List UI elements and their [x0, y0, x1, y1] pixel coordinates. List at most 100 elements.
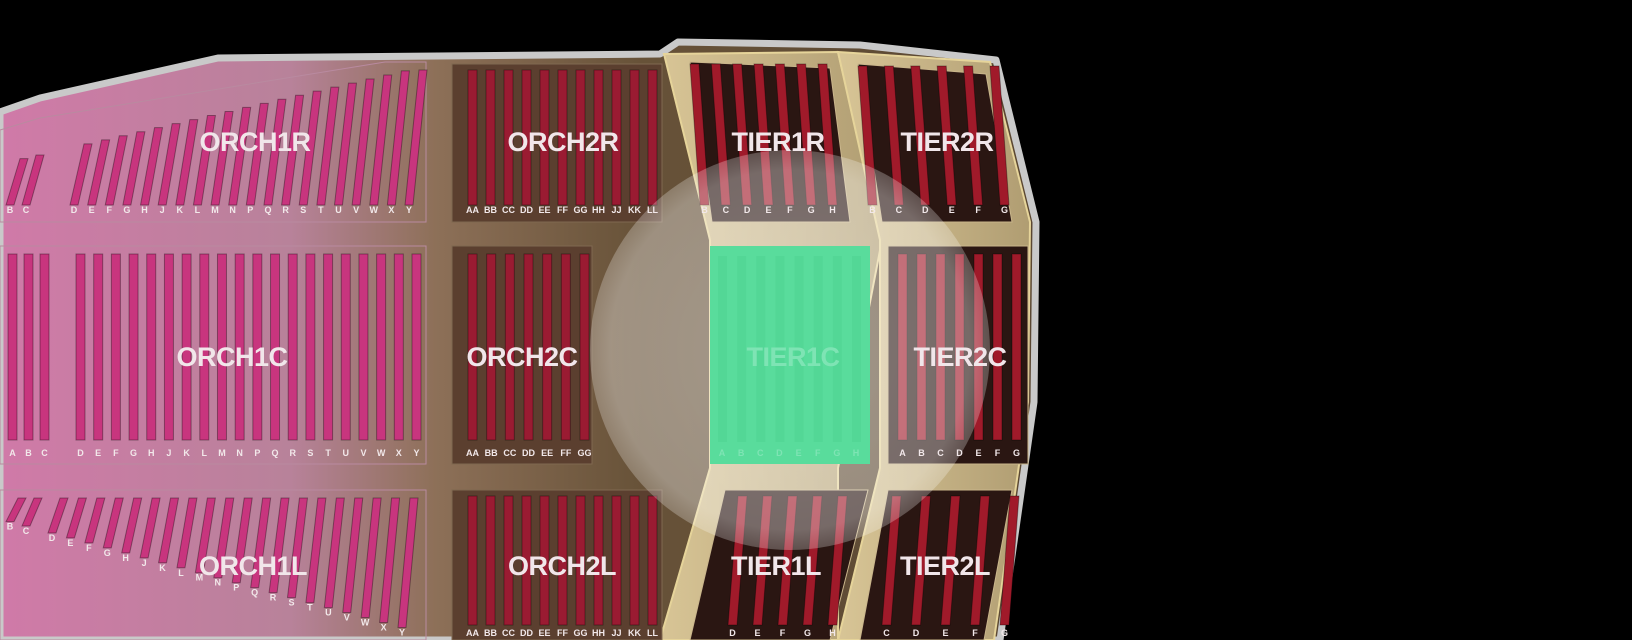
label-orch1l[interactable]: ORCH1L — [199, 551, 308, 581]
label-tier1l[interactable]: TIER1L — [731, 551, 822, 581]
label-orch2c[interactable]: ORCH2C — [466, 342, 578, 372]
orch2r-row-CC — [503, 69, 514, 206]
tier2c-row-label-D: D — [956, 448, 963, 458]
orch1c-row-label-W: W — [377, 448, 386, 458]
orch1l-row-T — [305, 497, 327, 604]
tier1c-row-H — [852, 256, 861, 442]
orch1r-row-label-X: X — [388, 205, 394, 215]
orch1r-row-label-M: M — [211, 205, 219, 215]
orch1r-row-Y — [404, 69, 428, 206]
label-tier1c[interactable]: TIER1C — [746, 342, 840, 372]
orch2c-row-DD — [523, 253, 534, 441]
orch1c-row-T — [323, 253, 334, 441]
orch1c-row-A — [7, 253, 18, 441]
orch2l-row-EE — [539, 495, 550, 626]
tier2r-row-label-B: B — [869, 205, 876, 215]
label-orch2r[interactable]: ORCH2R — [507, 127, 619, 157]
orch1l-row-label-F: F — [86, 543, 92, 553]
tier2l-row-F — [969, 495, 991, 626]
label-tier2c[interactable]: TIER2C — [913, 342, 1007, 372]
tier1c-row-E — [794, 256, 804, 442]
orch1l-row-label-W: W — [361, 618, 370, 628]
orch2l-row-label-CC: CC — [502, 628, 515, 638]
orch2r-row-label-GG: GG — [573, 205, 587, 215]
tier1c-selected-block[interactable] — [710, 246, 870, 464]
label-orch1c[interactable]: ORCH1C — [176, 342, 288, 372]
tier2c-row-F — [992, 253, 1003, 441]
orch1l-row-label-N: N — [215, 578, 222, 588]
orch2l-row-label-DD: DD — [520, 628, 533, 638]
orch2l-row-label-JJ: JJ — [611, 628, 621, 638]
tier1c-row-label-B: B — [738, 448, 745, 458]
orch1r-row-X — [386, 70, 410, 206]
orch1c-row-Q — [270, 253, 281, 441]
orch2c-row-label-CC: CC — [503, 448, 516, 458]
orch1c-row-C — [39, 253, 50, 441]
tier1r-row-label-H: H — [829, 205, 836, 215]
orch1c-row-label-L: L — [202, 448, 208, 458]
label-tier2r[interactable]: TIER2R — [900, 127, 994, 157]
orch2c-row-label-AA: AA — [466, 448, 479, 458]
tier1c-row-label-H: H — [853, 448, 860, 458]
orch1r-row-N — [228, 106, 252, 206]
tier2l-row-label-E: E — [942, 628, 948, 638]
orch2r-row-label-EE: EE — [538, 205, 550, 215]
orch1c-row-H — [146, 253, 157, 441]
orch1r-panel — [0, 61, 427, 223]
orch1c-row-label-Y: Y — [413, 448, 419, 458]
orch1l-row-W — [360, 497, 382, 619]
orch1c-row-L — [199, 253, 210, 441]
orch2r-row-DD — [521, 69, 532, 206]
orch1r-row-label-D: D — [71, 205, 78, 215]
orch2c-row-label-EE: EE — [541, 448, 553, 458]
tier1r-row-label-F: F — [787, 205, 793, 215]
orch1l-row-label-X: X — [381, 622, 387, 632]
orch1r-row-F — [104, 135, 128, 206]
orch1l-row-label-Y: Y — [399, 627, 405, 637]
orch1r-row-J — [157, 123, 181, 206]
label-orch2l[interactable]: ORCH2L — [508, 551, 617, 581]
orch1l-row-label-L: L — [178, 568, 184, 578]
orch1c-row-R — [287, 253, 298, 441]
orch1l-row-label-C: C — [23, 526, 30, 536]
orch1l-row-G — [102, 497, 124, 549]
label-orch1r[interactable]: ORCH1R — [199, 127, 311, 157]
tier1l-row-label-E: E — [754, 628, 760, 638]
orch2l-row-CC — [503, 495, 514, 626]
orch1r-row-label-Q: Q — [264, 205, 271, 215]
orch1l-row-label-Q: Q — [251, 588, 258, 598]
orch1c-row-F — [110, 253, 121, 441]
tier2r-row-G — [989, 65, 1010, 206]
orch2c-row-label-BB: BB — [485, 448, 498, 458]
orch1l-row-label-S: S — [288, 598, 294, 608]
orch1r-row-label-H: H — [141, 205, 148, 215]
tier1c-row-A — [718, 256, 727, 442]
orch2l-row-DD — [521, 495, 532, 626]
tier2c-row-G — [1011, 253, 1022, 441]
orch2c-row-label-DD: DD — [522, 448, 535, 458]
orch1c-row-P — [252, 253, 263, 441]
orch1l-row-L — [176, 497, 198, 569]
label-tier1r[interactable]: TIER1R — [731, 127, 825, 157]
tier1r-row-label-D: D — [744, 205, 751, 215]
orch2l-row-JJ — [611, 495, 622, 626]
orch2r-row-JJ — [611, 69, 622, 206]
orch1l-row-label-B: B — [7, 522, 14, 532]
orch2r-row-label-HH: HH — [592, 205, 605, 215]
orch1l-row-label-M: M — [196, 573, 204, 583]
tier1r-row-label-B: B — [701, 205, 708, 215]
orch1r-row-E — [87, 139, 111, 206]
label-tier2l[interactable]: TIER2L — [900, 551, 991, 581]
section-tier1c[interactable] — [710, 246, 870, 464]
orch2r-row-BB — [485, 69, 496, 206]
orch1r-row-G — [122, 131, 146, 206]
orch1c-row-G — [128, 253, 139, 441]
orch1c-row-label-H: H — [148, 448, 155, 458]
tier1c-row-G — [832, 256, 842, 442]
orch1l-row-U — [323, 497, 345, 609]
orch1r-row-label-T: T — [318, 205, 324, 215]
tier1c-row-F — [813, 256, 823, 442]
orch1c-row-U — [340, 253, 351, 441]
orch1r-row-M — [210, 110, 234, 206]
